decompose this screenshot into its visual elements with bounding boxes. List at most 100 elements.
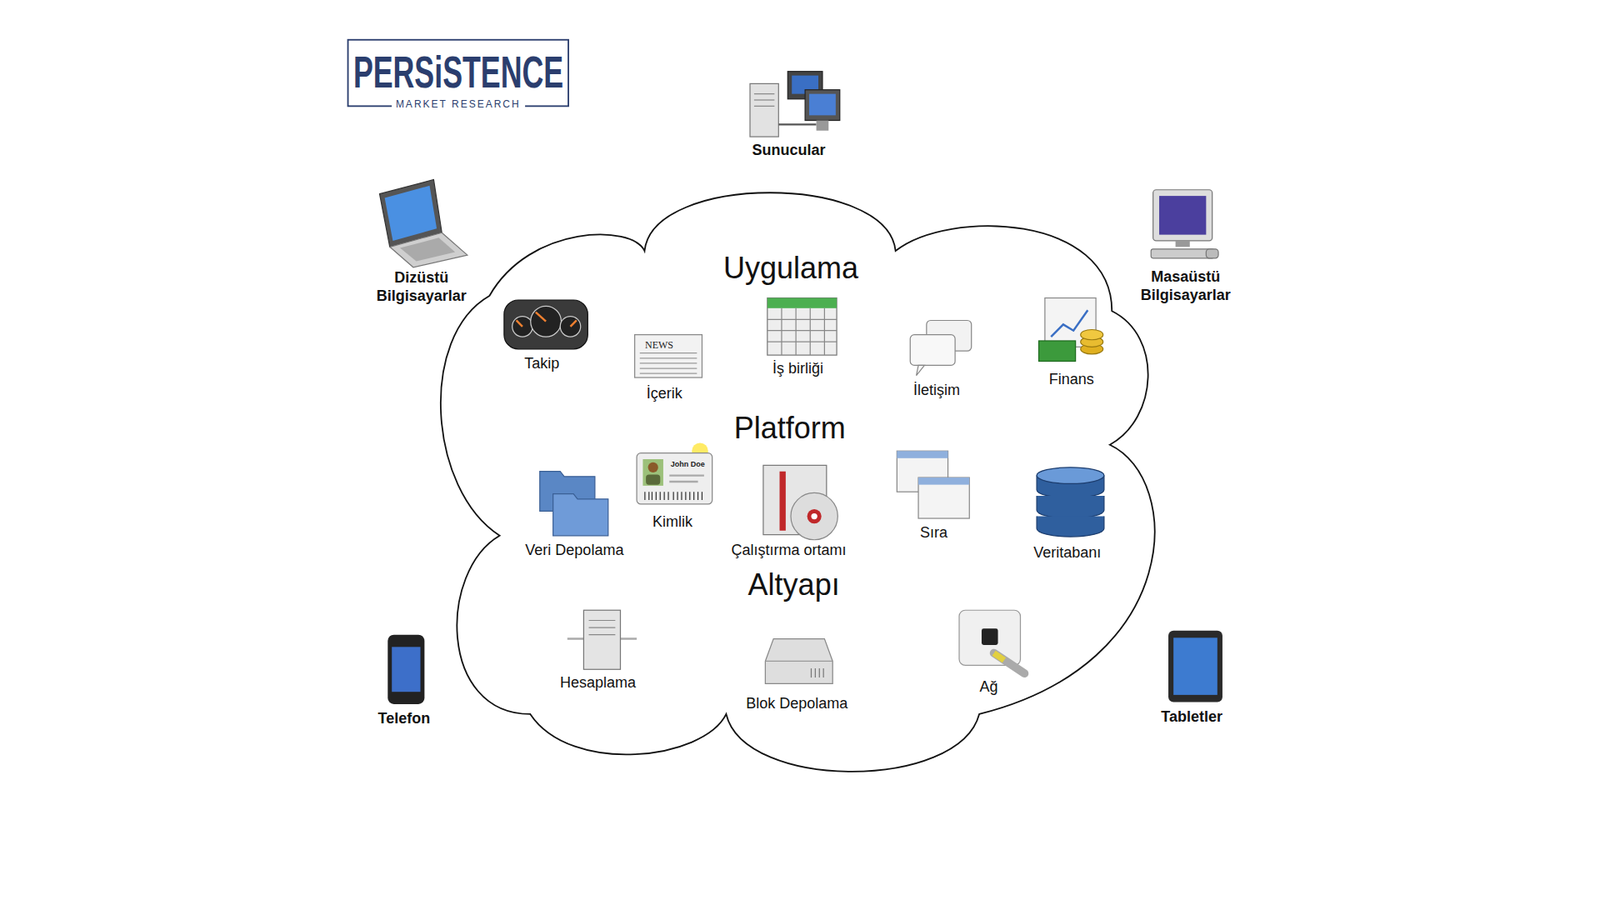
disk-icon-part-part	[815, 668, 816, 678]
calendar-icon-part-part	[795, 308, 796, 355]
chat-icon	[910, 320, 971, 375]
id-card-icon-part-part	[655, 491, 657, 500]
desktop-icon-part	[1150, 249, 1215, 259]
cloud-shape: UygulamaPlatformAltyapı	[433, 173, 1199, 786]
device-label: Dizüstü Bilgisayarlar	[370, 270, 472, 306]
runtime-icon-part	[780, 471, 786, 531]
newspaper-icon	[635, 335, 703, 378]
id-card-icon-part-part	[693, 491, 695, 500]
server-icon-part	[816, 120, 830, 130]
finance-icon	[1039, 298, 1104, 362]
disk-icon-part	[810, 668, 824, 678]
service-label: Sıra	[920, 525, 948, 544]
id-card-icon-part	[636, 453, 713, 505]
newspaper-icon-part	[640, 367, 698, 369]
runtime-icon-part	[807, 509, 822, 524]
id-card-icon-part-part	[697, 491, 699, 500]
disk-icon-part-part	[810, 668, 812, 678]
server-icon-part	[754, 93, 775, 95]
server-icon-part	[754, 105, 775, 107]
runtime-icon-part	[790, 492, 838, 540]
calendar-icon-part	[767, 298, 837, 309]
service-label: Finans	[1049, 370, 1095, 390]
calendar-icon-part-part	[767, 341, 837, 343]
id-card-icon-part-part	[648, 491, 650, 500]
tablet-icon	[1168, 630, 1223, 703]
chat-icon-part	[910, 335, 955, 366]
queue-icon-part	[918, 477, 970, 485]
calendar-icon-part-part	[767, 319, 837, 320]
service-label: Çalıştırma ortamı	[731, 541, 847, 560]
database-icon	[1036, 467, 1105, 537]
queue-icon-part	[918, 477, 970, 519]
phone-icon	[387, 635, 425, 705]
service-label: Veritabanı	[1033, 544, 1101, 563]
device-label: Telefon	[378, 710, 431, 729]
newspaper-icon-part	[640, 357, 698, 359]
calendar-icon-part-part	[810, 308, 811, 355]
database-icon-part	[1036, 495, 1105, 519]
dashboard-icon-part	[535, 312, 546, 322]
runtime-icon	[763, 465, 838, 540]
id-card-icon-part	[669, 480, 698, 483]
phone-icon-part	[387, 635, 425, 705]
server-tower-icon-part	[589, 620, 616, 621]
dashboard-icon-part	[560, 316, 580, 337]
dashboard-icon-part	[516, 320, 523, 326]
network-icon-part	[959, 610, 1020, 665]
id-card-icon-part-part	[644, 491, 645, 500]
tablet-icon-part	[1173, 637, 1218, 695]
database-icon-part	[1036, 467, 1105, 485]
section-heading: Uygulama	[723, 250, 859, 286]
calendar-icon-part-part	[780, 308, 782, 355]
server-icon	[750, 71, 840, 137]
network-icon	[959, 610, 1025, 674]
database-icon-part	[1036, 516, 1105, 537]
service-label: İçerik	[646, 385, 683, 404]
dashboard-icon-part	[504, 300, 588, 350]
desktop-icon-part	[1175, 240, 1190, 247]
id-card-icon-part-part	[660, 491, 661, 500]
folder-icon	[540, 471, 609, 536]
id-card-icon-part-part	[689, 491, 690, 500]
server-tower-icon-part	[583, 610, 620, 670]
calendar-icon-part	[767, 308, 837, 355]
disk-icon-part	[765, 639, 833, 685]
server-icon-part	[750, 83, 779, 137]
desktop-icon-part	[1159, 195, 1206, 235]
newspaper-icon-part	[640, 373, 698, 375]
dashboard-icon-part	[570, 320, 576, 326]
dashboard-icon-part	[512, 316, 533, 337]
service-label: Kimlik	[652, 513, 693, 532]
device-label: Tabletler	[1160, 708, 1223, 727]
desktop-icon-part	[1205, 249, 1219, 259]
icon-text: John Doe	[670, 460, 705, 469]
network-icon-part	[994, 653, 1005, 661]
id-card-icon-part-part	[676, 491, 678, 500]
id-card-icon-part	[648, 462, 659, 473]
disk-icon-part	[765, 660, 833, 662]
logo-frame-part	[348, 40, 569, 107]
service-label: Hesaplama	[560, 675, 636, 694]
newspaper-icon-part	[640, 352, 698, 354]
network-icon-part	[994, 653, 1025, 674]
calendar-icon-part-part	[824, 308, 825, 355]
id-card-icon	[636, 442, 713, 504]
queue-icon-part	[896, 450, 948, 459]
server-tower-icon	[567, 610, 637, 670]
calendar-icon-part	[767, 298, 837, 356]
phone-icon-part	[391, 646, 420, 692]
calendar-icon	[767, 298, 837, 356]
finance-icon-part	[1039, 340, 1076, 361]
service-label: İletişim	[913, 381, 960, 400]
tablet-icon-part	[1168, 630, 1223, 703]
network-icon-part	[981, 628, 999, 645]
server-icon-part	[754, 99, 775, 100]
laptop-icon-part	[400, 237, 455, 261]
cloud-outline-path	[440, 192, 1155, 772]
finance-icon-part	[1080, 330, 1104, 340]
section-heading: Altyapı	[748, 567, 840, 603]
chat-icon-part	[916, 365, 925, 375]
server-icon-part	[809, 94, 836, 116]
